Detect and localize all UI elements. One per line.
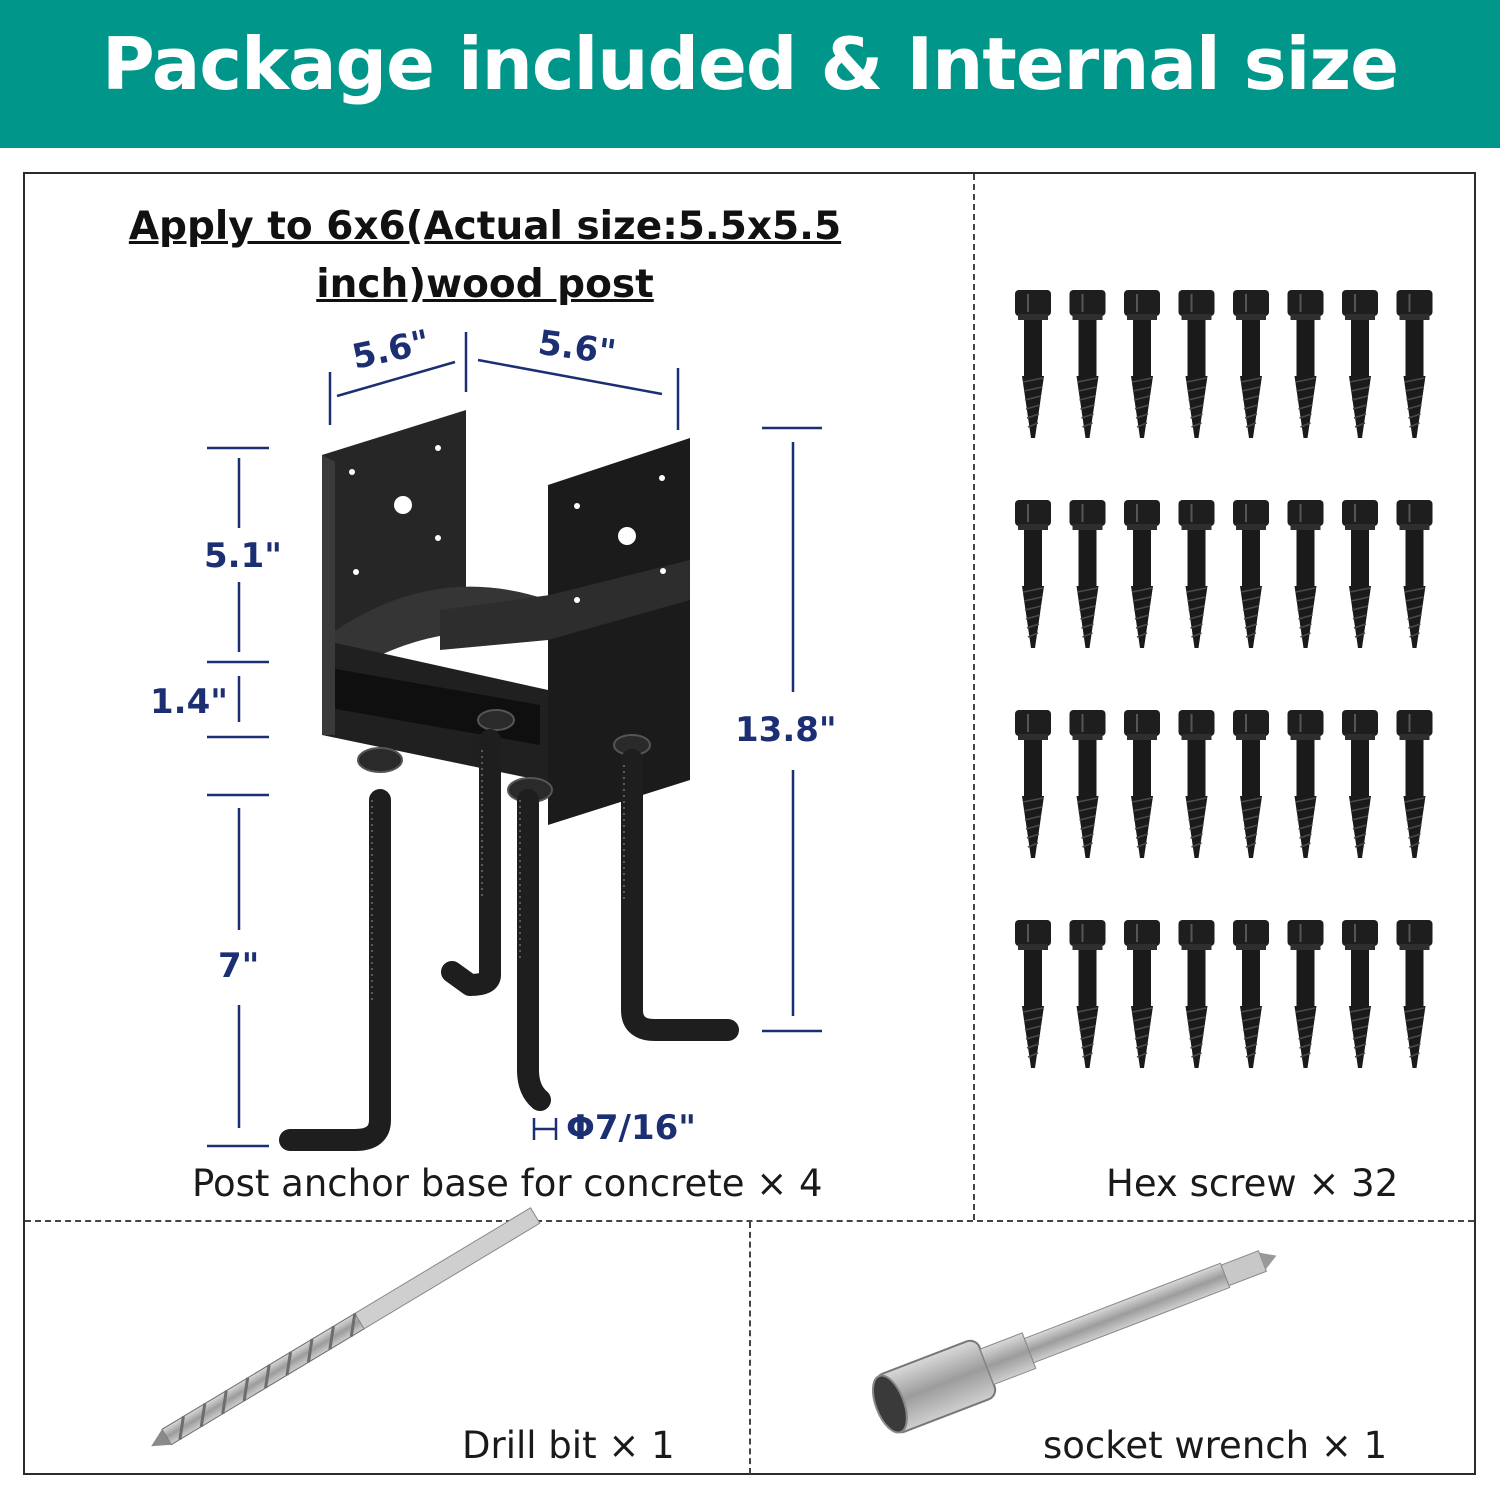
hex-screw [1233, 290, 1269, 438]
hex-screw [1015, 290, 1051, 438]
header-banner [0, 0, 1500, 148]
divider-vertical-bottom [749, 1222, 751, 1474]
hex-screw [1015, 500, 1051, 648]
dimension-bolt-diameter: Φ7/16" [566, 1108, 697, 1148]
hex-screw [1396, 710, 1433, 858]
dimension-bolt-length: 7" [218, 946, 260, 986]
hex-screw [1178, 920, 1215, 1068]
dimension-bracket-height: 5.1" [204, 536, 282, 576]
hex-screw [1342, 290, 1378, 438]
divider-horizontal [25, 1220, 1474, 1222]
hex-screw [1342, 920, 1378, 1068]
hex-screw [1233, 710, 1269, 858]
divider-vertical-top [973, 174, 975, 1220]
hex-screw [1287, 710, 1324, 858]
hex-screw [1178, 710, 1215, 858]
content-frame [23, 172, 1476, 1475]
socket-wrench-illustration [871, 1250, 1277, 1434]
socket-wrench-caption: socket wrench × 1 [1043, 1424, 1388, 1467]
hex-screw [1015, 710, 1051, 858]
post-anchor-illustration [279, 410, 739, 1151]
hex-screw [1178, 500, 1215, 648]
dimension-base-height: 1.4" [150, 682, 228, 722]
hex-screw [1287, 290, 1324, 438]
anchor-fit-title: Apply to 6x6(Actual size:5.5x5.5 inch)wo… [128, 204, 842, 307]
hex-screw [1124, 710, 1160, 858]
hex-screw [1233, 920, 1269, 1068]
drill-bit-illustration [151, 1207, 541, 1447]
hex-screw [1396, 920, 1433, 1068]
dimension-lines [207, 332, 822, 1148]
hex-screw [1069, 920, 1106, 1068]
dimension-total-height: 13.8" [735, 710, 837, 750]
hex-screw [1124, 920, 1160, 1068]
hex-screw [1342, 710, 1378, 858]
hex-screw [1233, 500, 1269, 648]
hex-screw [1069, 500, 1106, 648]
hex-screw [1015, 920, 1051, 1068]
hex-screw [1342, 500, 1378, 648]
hex-screw-grid [1015, 290, 1433, 1068]
hex-screw [1287, 500, 1324, 648]
anchor-caption: Post anchor base for concrete × 4 [192, 1162, 823, 1205]
page-title: Package included & Internal size [101, 22, 1399, 106]
hex-screw [1124, 290, 1160, 438]
hex-screw-caption: Hex screw × 32 [1106, 1162, 1399, 1205]
hex-screw [1124, 500, 1160, 648]
hex-screw [1178, 290, 1215, 438]
drill-bit-caption: Drill bit × 1 [462, 1424, 675, 1467]
hex-screw [1396, 500, 1433, 648]
hex-screw [1396, 290, 1433, 438]
hex-screw [1287, 920, 1324, 1068]
hex-screw [1069, 290, 1106, 438]
hex-screw [1069, 710, 1106, 858]
